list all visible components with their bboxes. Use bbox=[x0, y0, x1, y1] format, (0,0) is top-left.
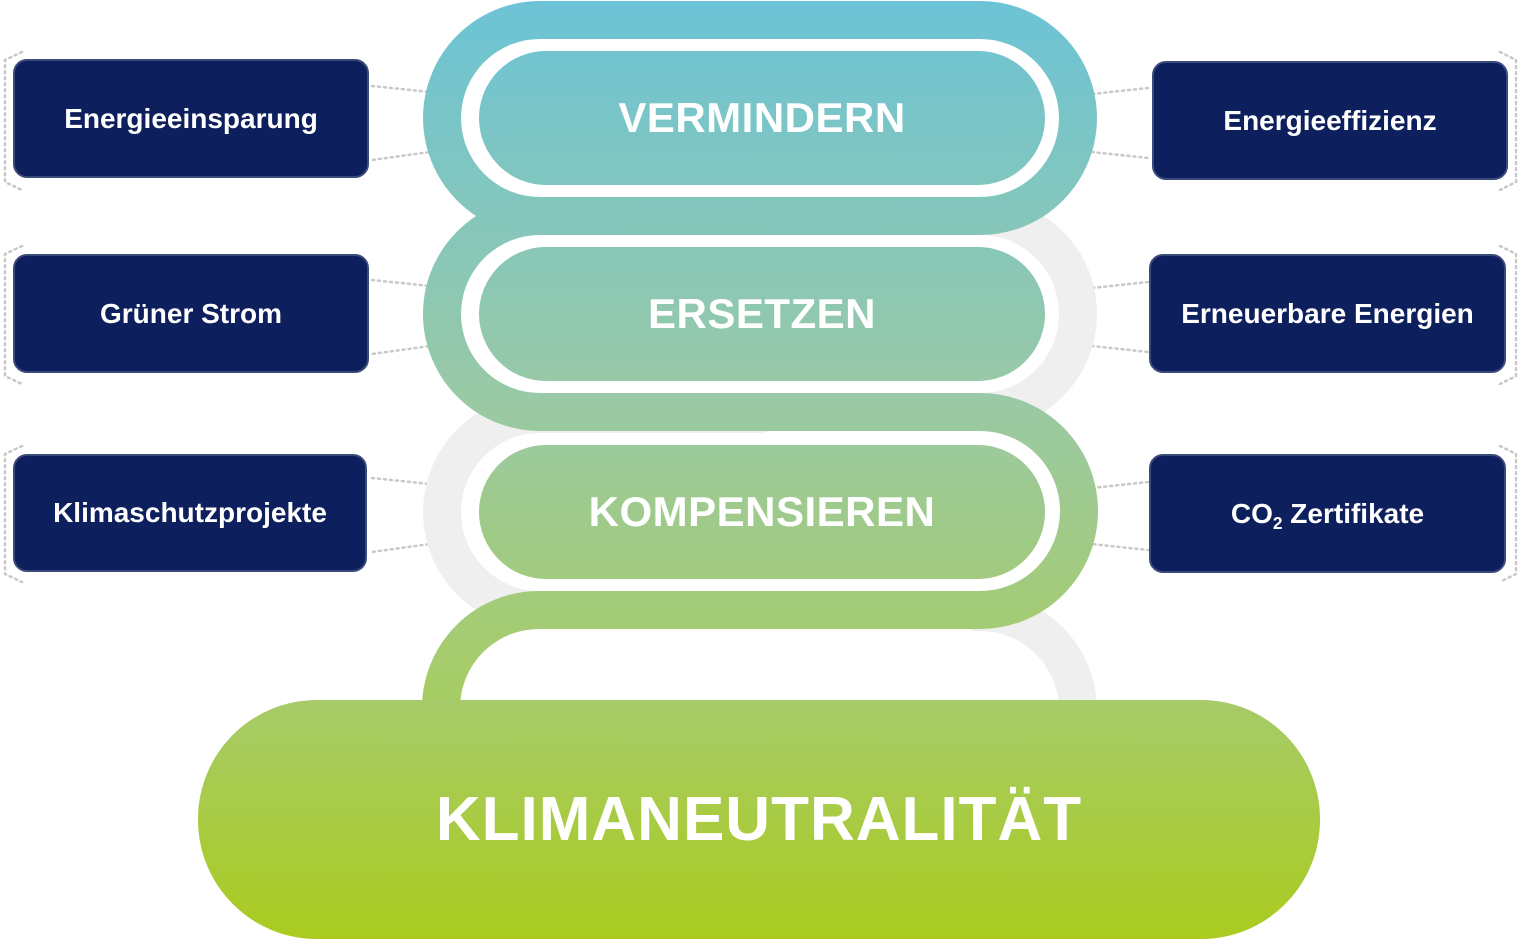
step-label-kompensieren: KOMPENSIEREN bbox=[588, 488, 936, 535]
right-box-erneuerbare-energien: Erneuerbare Energien bbox=[1149, 254, 1506, 373]
left-box-label: Energieeinsparung bbox=[64, 102, 318, 134]
co2-text: CO bbox=[1230, 497, 1273, 529]
pill-ersetzen-shape bbox=[473, 241, 1051, 387]
left-box-label: Klimaschutzprojekte bbox=[53, 497, 327, 528]
step-label-vermindern: VERMINDERN bbox=[618, 94, 906, 141]
serpentine-flow bbox=[422, 0, 1098, 730]
right-box-label: Erneuerbare Energien bbox=[1181, 297, 1474, 329]
dotted-bracket-left-2 bbox=[3, 244, 432, 386]
right-box-co2-zertifikate: CO2 Zertifikate bbox=[1149, 454, 1506, 573]
dotted-bracket-left-1 bbox=[3, 50, 432, 192]
left-box-energieeinsparung: Energieeinsparung bbox=[13, 59, 369, 178]
dotted-bracket-left-3 bbox=[3, 444, 432, 584]
flow-path bbox=[422, 0, 1098, 730]
zertifikate-text: Zertifikate bbox=[1282, 497, 1425, 529]
right-box-label: Energieeffizienz bbox=[1223, 104, 1437, 136]
right-box-label: CO2 Zertifikate bbox=[1230, 497, 1425, 533]
co2-subscript: 2 bbox=[1272, 512, 1283, 533]
goal-pill-shape bbox=[198, 700, 1320, 939]
left-box-label: Grüner Strom bbox=[99, 297, 283, 329]
pill-vermindern-shape bbox=[473, 45, 1051, 191]
right-box-energieeffizienz: Energieeffizienz bbox=[1152, 61, 1508, 180]
left-box-gruener-strom: Grüner Strom bbox=[13, 254, 369, 373]
goal-label-klimaneutralitaet: KLIMANEUTRALITÄT bbox=[435, 785, 1083, 854]
pill-kompensieren-shape bbox=[473, 439, 1051, 585]
step-label-ersetzen: ERSETZEN bbox=[647, 290, 877, 337]
left-box-klimaschutzprojekte: Klimaschutzprojekte bbox=[13, 454, 367, 572]
